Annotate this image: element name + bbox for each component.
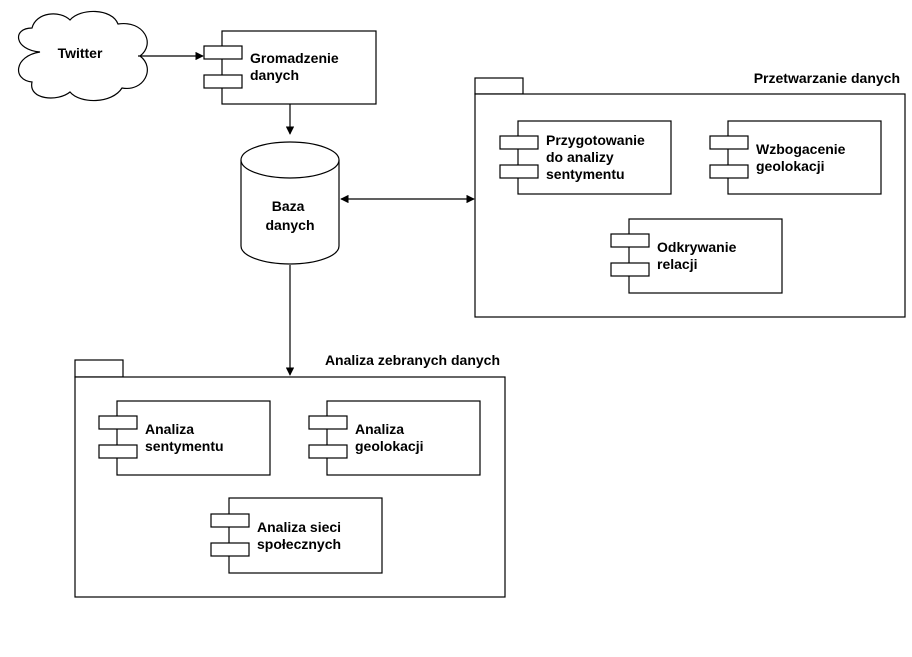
component-port-icon bbox=[203, 74, 243, 89]
collector-label: Gromadzenie danych bbox=[250, 50, 343, 83]
component-social-network-analysis: Analiza sieci społecznych bbox=[210, 497, 383, 574]
component-port-icon bbox=[499, 164, 539, 179]
svg-text:Odkrywanie relacji: Odkrywanie relacji bbox=[657, 239, 740, 272]
database-label: Baza danych bbox=[265, 198, 314, 233]
svg-text:Analiza geolokacji: Analiza geolokacji bbox=[355, 421, 423, 454]
component-port-icon bbox=[98, 444, 138, 459]
svg-text:Wzbogacenie geolokacji: Wzbogacenie geolokacji bbox=[756, 141, 849, 174]
component-sentiment-analysis: Analiza sentymentu bbox=[98, 400, 271, 476]
processing-package-title: Przetwarzanie danych bbox=[754, 70, 900, 86]
component-port-icon bbox=[709, 135, 749, 150]
svg-text:Analiza sieci społeczn: Analiza sieci społecznych bbox=[257, 519, 345, 552]
processing-package: Przetwarzanie danych Przygotowanie do an… bbox=[474, 70, 906, 318]
package-tab bbox=[74, 359, 124, 378]
svg-text:Analiza sentymentu: Analiza sentymentu bbox=[145, 421, 224, 454]
component-port-icon bbox=[499, 135, 539, 150]
component-port-icon bbox=[203, 45, 243, 60]
analysis-package-title: Analiza zebranych danych bbox=[325, 352, 500, 368]
collector-component: Gromadzenie danych bbox=[203, 30, 377, 105]
component-port-icon bbox=[610, 262, 650, 277]
analysis-package: Analiza zebranych danych Analiza sentyme… bbox=[74, 352, 506, 598]
component-port-icon bbox=[308, 415, 348, 430]
component-geolocation-analysis: Analiza geolokacji bbox=[308, 400, 481, 476]
component-geolocation-enrichment: Wzbogacenie geolokacji bbox=[709, 120, 882, 195]
component-relation-discovery: Odkrywanie relacji bbox=[610, 218, 783, 294]
component-port-icon bbox=[210, 542, 250, 557]
component-port-icon bbox=[98, 415, 138, 430]
component-port-icon bbox=[308, 444, 348, 459]
svg-text:Przygotowanie do anali: Przygotowanie do analizy sentymentu bbox=[546, 132, 649, 182]
twitter-cloud: Twitter bbox=[17, 10, 148, 102]
component-port-icon bbox=[709, 164, 749, 179]
component-sentiment-prep: Przygotowanie do analizy sentymentu bbox=[499, 120, 672, 195]
component-port-icon bbox=[610, 233, 650, 248]
database-cylinder: Baza danych bbox=[240, 141, 340, 265]
component-port-icon bbox=[210, 513, 250, 528]
twitter-label: Twitter bbox=[58, 45, 103, 61]
package-tab bbox=[474, 77, 524, 95]
